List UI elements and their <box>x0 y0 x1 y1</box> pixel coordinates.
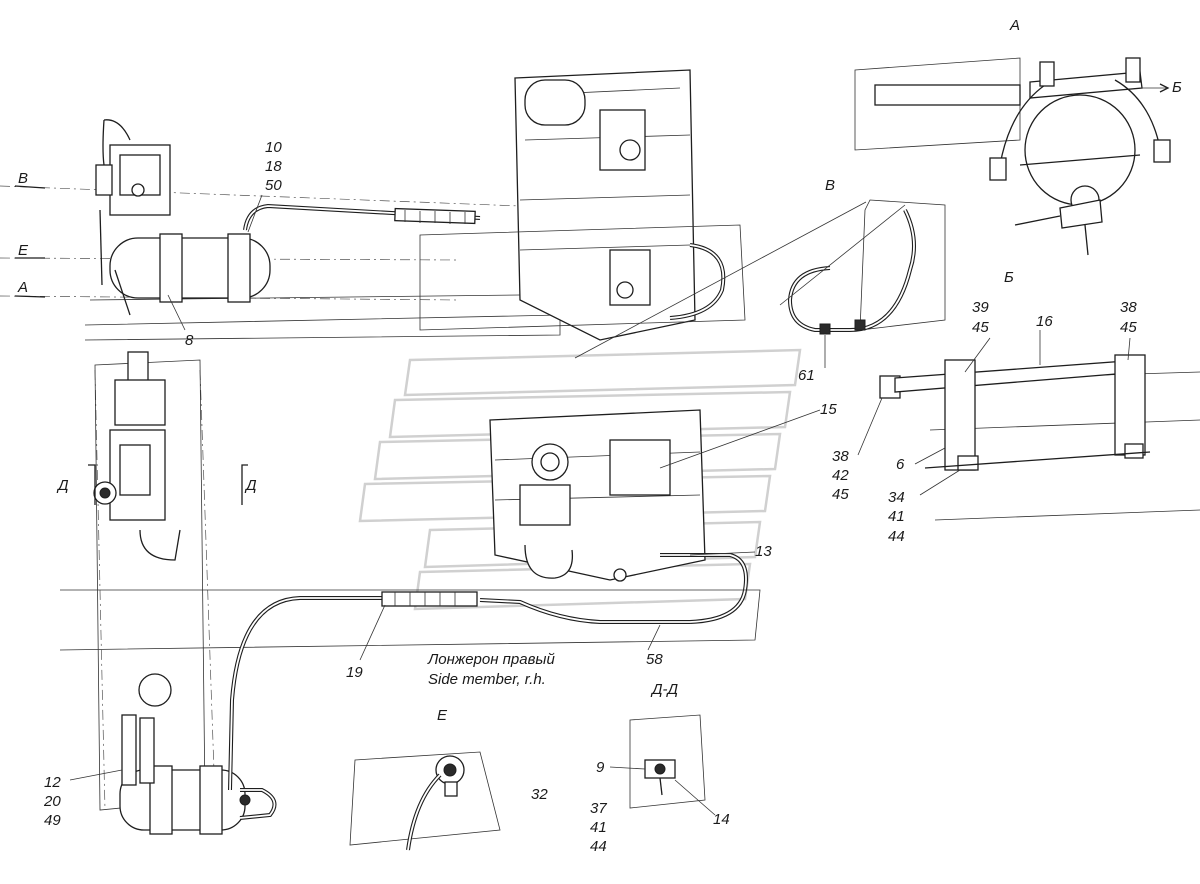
callout-38a: 38 <box>1120 299 1137 316</box>
callout-58: 58 <box>646 651 663 668</box>
caption-en: Side member, r.h. <box>428 671 546 688</box>
callout-10: 10 <box>265 139 282 156</box>
section-marks <box>14 185 248 505</box>
callout-45b: 45 <box>1120 319 1137 336</box>
view-label-b: Б <box>1004 269 1014 286</box>
view-label-a: А <box>1009 17 1020 34</box>
callout-32: 32 <box>531 786 548 803</box>
callout-15: 15 <box>820 401 837 418</box>
view-label-e: Е <box>437 707 448 724</box>
callout-16: 16 <box>1036 313 1053 330</box>
caption-ru: Лонжерон правый <box>427 651 555 668</box>
section-mark-a: А <box>17 279 28 296</box>
side-member-rail <box>59 351 761 835</box>
callout-49: 49 <box>44 812 61 829</box>
view-label-d: Д-Д <box>650 681 679 698</box>
callout-34: 34 <box>888 489 905 506</box>
view-v-detail <box>574 199 946 359</box>
callout-14: 14 <box>713 811 730 828</box>
callout-38b: 38 <box>832 448 849 465</box>
callout-18: 18 <box>265 158 282 175</box>
section-mark-e: Е <box>18 242 29 259</box>
section-mark-d-right: Д <box>244 477 257 494</box>
view-d-detail <box>629 714 706 809</box>
callout-37: 37 <box>590 800 607 817</box>
callout-42: 42 <box>832 467 849 484</box>
callout-44: 44 <box>590 838 607 855</box>
view-labels: А Б В Д-Д Е <box>437 17 1020 724</box>
callout-13: 13 <box>755 543 772 560</box>
view-e-detail <box>349 751 501 851</box>
callout-8: 8 <box>185 332 194 349</box>
view-label-v: В <box>825 177 835 194</box>
section-mark-v: В <box>18 170 28 187</box>
callout-41b: 41 <box>888 508 905 525</box>
callout-20: 20 <box>43 793 61 810</box>
caption: Лонжерон правый Side member, r.h. <box>427 651 555 688</box>
section-mark-labels: В Е А Б Д Д <box>17 79 1182 494</box>
engine-block-top <box>419 69 746 341</box>
section-mark-d-left: Д <box>56 477 69 494</box>
view-a-detail <box>854 57 1171 256</box>
callout-6: 6 <box>896 456 905 473</box>
top-frame-section <box>0 119 561 341</box>
view-b-detail <box>879 354 1200 521</box>
callout-45a: 45 <box>972 319 989 336</box>
section-mark-a-arrow: Б <box>1172 79 1182 96</box>
callout-numbers: 10 18 50 8 61 15 13 19 58 12 20 49 32 9 … <box>43 139 1137 855</box>
callout-12: 12 <box>44 774 61 791</box>
callout-45c: 45 <box>832 486 849 503</box>
callout-50: 50 <box>265 177 282 194</box>
callout-9: 9 <box>596 759 605 776</box>
callout-39: 39 <box>972 299 989 316</box>
callout-41: 41 <box>590 819 607 836</box>
leader-lines <box>69 194 1131 816</box>
callout-44b: 44 <box>888 528 905 545</box>
callout-61: 61 <box>798 367 815 384</box>
callout-19: 19 <box>346 664 363 681</box>
